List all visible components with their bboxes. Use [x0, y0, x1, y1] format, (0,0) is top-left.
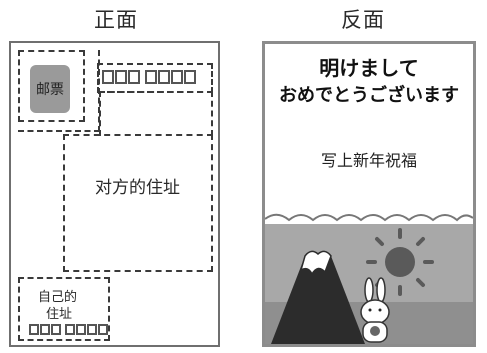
postal-digit-box	[76, 324, 86, 335]
postal-digit-box	[184, 70, 196, 84]
front-heading: 正面	[94, 8, 138, 32]
postcard-back: 明けまして おめでとうございます 写上新年祝福	[262, 41, 476, 347]
postal-digit-box	[29, 324, 39, 335]
postal-code-boxes	[102, 70, 197, 84]
mount-fuji-icon	[271, 250, 365, 344]
postal-digit-box	[115, 70, 127, 84]
stamp-zone	[18, 50, 85, 122]
sender-postal-boxes	[29, 324, 109, 335]
postal-digit-box	[158, 70, 170, 84]
postal-digit-box	[171, 70, 183, 84]
sender-address-label-line1: 自己的	[38, 290, 78, 305]
postal-digit-box	[145, 70, 157, 84]
postal-digit-box	[87, 324, 97, 335]
new-year-illustration	[265, 207, 473, 344]
postcard-front: 邮票 对方的住址 自己的 住址	[9, 41, 220, 347]
recipient-address-zone	[63, 134, 213, 272]
stamp-label: 邮票	[36, 82, 64, 98]
sender-address-zone	[18, 277, 110, 341]
japanese-greeting-line2: おめでとうございます	[279, 85, 459, 106]
rabbit-icon	[360, 277, 390, 343]
recipient-address-label: 对方的住址	[95, 178, 180, 198]
postal-digit-box	[98, 324, 108, 335]
japanese-greeting-line1: 明けまして	[319, 56, 419, 80]
stamp-box: 邮票	[30, 65, 70, 113]
sender-address-label-line2: 住址	[46, 307, 73, 322]
postal-digit-box	[65, 324, 75, 335]
postal-digit-box	[51, 324, 61, 335]
postal-digit-box	[102, 70, 114, 84]
postal-digit-box	[128, 70, 140, 84]
chinese-greeting-label: 写上新年祝福	[320, 151, 417, 170]
postal-digit-box	[40, 324, 50, 335]
japanese-greeting: 明けまして おめでとうございます	[265, 54, 473, 110]
recipient-address-upper	[99, 91, 213, 136]
back-heading: 反面	[341, 8, 385, 32]
sun-icon	[366, 228, 434, 296]
cloud-outline-icon	[265, 213, 473, 222]
